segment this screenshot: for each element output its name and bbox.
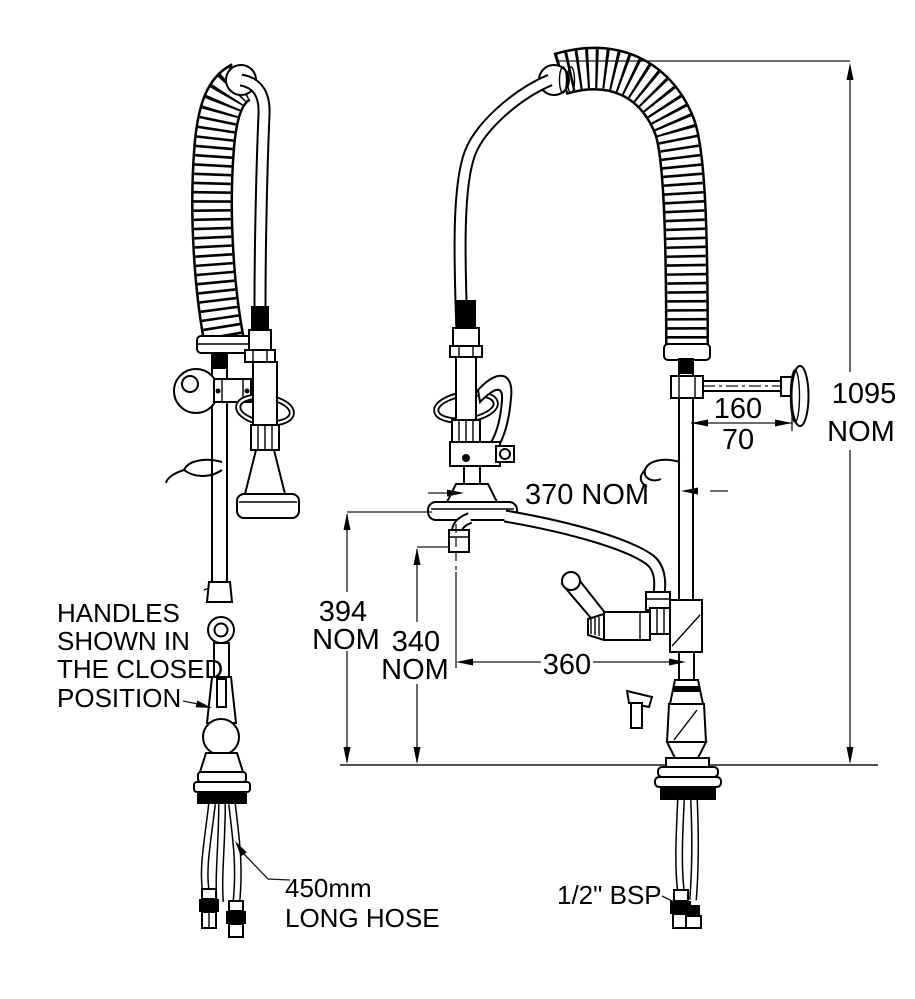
mounting-base-left: [193, 771, 251, 804]
note-handles-line2: SHOWN IN: [57, 626, 190, 656]
coiled-hose-right: [538, 46, 711, 374]
spray-head-right: [427, 300, 518, 521]
note-handles-line1: HANDLES: [57, 598, 180, 628]
swing-spout: [448, 509, 671, 611]
bsp-connector: [670, 889, 702, 929]
supply-tubes-right: [670, 799, 702, 929]
dim-394-value: 394: [319, 596, 367, 628]
dim-bracket: 160 70: [691, 393, 793, 456]
note-bsp-connection: 1/2" BSP: [557, 880, 685, 915]
wall-hook-right: [639, 458, 681, 488]
mixer-base-washers: [654, 766, 722, 800]
dim-outlet-height: 340 NOM: [381, 546, 450, 764]
annotations: 1095 NOM 160 70 370 NOM 394: [57, 60, 897, 933]
note-handles-line4: POSITION: [57, 683, 181, 713]
spout-outlet: [448, 529, 470, 553]
wall-bracket-right: [670, 365, 810, 427]
supply-hoses-left: [199, 803, 246, 938]
inner-hose-right: [453, 74, 553, 333]
note-hose-line2: LONG HOSE: [285, 903, 440, 933]
dim-1095-note: NOM: [827, 416, 895, 448]
addon-valve: [560, 571, 671, 642]
left-view: [165, 63, 300, 938]
hose-connector-left-2: [226, 900, 246, 938]
note-hose-line1: 450mm: [285, 873, 372, 903]
right-view: [340, 46, 878, 929]
hose-hook-left: [165, 458, 223, 484]
dim-spray-clearance: 370 NOM: [428, 479, 728, 511]
note-handles-line3: THE CLOSED: [57, 654, 223, 684]
inner-hose-left: [239, 73, 271, 309]
note-handles-closed: HANDLES SHOWN IN THE CLOSED POSITION: [57, 598, 223, 713]
dim-160-value: 160: [714, 393, 762, 425]
dim-outlet-reach: 360: [455, 524, 686, 681]
coiled-hose-left: [191, 63, 257, 369]
mixer-body-right: [625, 651, 722, 800]
dim-340-note: NOM: [381, 654, 449, 686]
dim-1095-value: 1095: [832, 378, 897, 410]
spray-head-left: [235, 306, 300, 519]
dim-340-value: 340: [392, 626, 440, 658]
dim-70-value: 70: [722, 424, 754, 456]
dim-overall-height: 1095 NOM: [558, 60, 897, 764]
dim-370-value: 370 NOM: [525, 479, 649, 511]
dim-spout-base-height: 394 NOM: [312, 511, 432, 764]
dim-394-note: NOM: [312, 624, 380, 656]
hose-connector-left-1: [199, 888, 219, 929]
mixer-lever-handle: [625, 689, 654, 729]
dim-360-value: 360: [543, 649, 591, 681]
note-long-hose: 450mm LONG HOSE: [235, 841, 440, 933]
note-bsp-text: 1/2" BSP: [557, 880, 662, 910]
control-valve-left: [198, 581, 245, 773]
riser-tee: [669, 599, 703, 653]
